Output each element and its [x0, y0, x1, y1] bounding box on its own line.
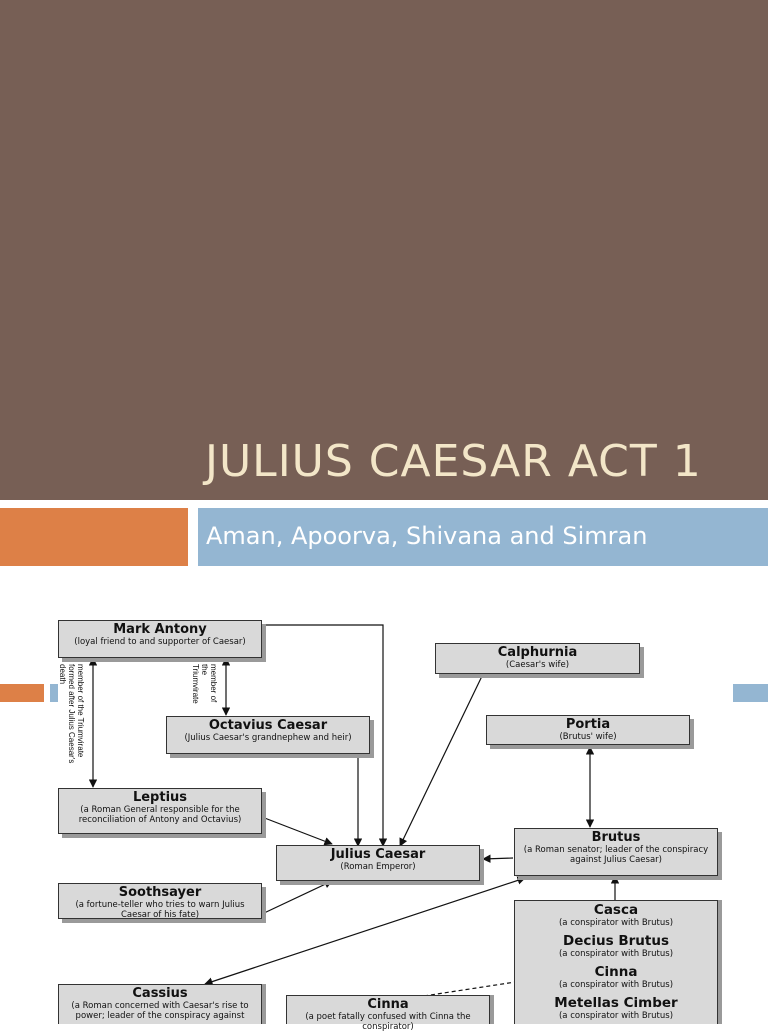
conspirator-entry: Cinna (a conspirator with Brutus) — [558, 964, 674, 991]
diagram-connectors — [88, 624, 620, 997]
side-accent-left-blue — [50, 684, 58, 702]
node-cassius: Cassius (a Roman concerned with Caesar's… — [58, 984, 262, 1024]
conspirator-entry: Decius Brutus (a conspirator with Brutus… — [558, 933, 674, 960]
conspirator-entry: Casca (a conspirator with Brutus) — [558, 902, 674, 929]
conspirator-entry: Metellas Cimber (a conspirator with Brut… — [554, 995, 678, 1022]
node-octavius-caesar: Octavius Caesar (Julius Caesar's grandne… — [166, 716, 370, 754]
node-portia: Portia (Brutus' wife) — [486, 715, 690, 745]
edge-soothsayer-caesar — [261, 880, 333, 915]
title-hero-panel — [0, 0, 768, 500]
edge-brutus-caesar — [482, 854, 514, 863]
side-accent-right-blue — [733, 684, 768, 702]
edge-cassius-brutus — [204, 876, 526, 986]
node-julius-caesar: Julius Caesar (Roman Emperor) — [276, 845, 480, 881]
node-cinna-poet: Cinna (a poet fatally confused with Cinn… — [286, 995, 490, 1032]
character-map-diagram: Mark Antony (loyal friend to and support… — [0, 600, 768, 1032]
node-brutus: Brutus (a Roman senator; leader of the c… — [514, 828, 718, 876]
edge-leptius-caesar — [261, 816, 333, 846]
node-mark-antony: Mark Antony (loyal friend to and support… — [58, 620, 262, 658]
side-accent-left-orange — [0, 684, 44, 702]
node-leptius: Leptius (a Roman General responsible for… — [58, 788, 262, 834]
edge-antony-caesar — [262, 624, 388, 847]
slide-title: JULIUS CAESAR ACT 1 — [205, 436, 702, 487]
node-soothsayer: Soothsayer (a fortune-teller who tries t… — [58, 883, 262, 920]
label-triumvirate-after-death: member of the Triumvirate formed after J… — [58, 664, 85, 764]
edge-calphurnia-caesar — [399, 673, 484, 847]
node-calphurnia: Calphurnia (Caesar's wife) — [435, 643, 640, 674]
node-conspirators-group: Casca (a conspirator with Brutus) Decius… — [514, 900, 718, 1024]
accent-band-orange — [0, 508, 188, 566]
subtitle-band: Aman, Apoorva, Shivana and Simran — [198, 508, 768, 566]
slide-subtitle: Aman, Apoorva, Shivana and Simran — [206, 522, 648, 550]
label-triumvirate-member: member of the Triumvirate — [191, 664, 218, 704]
